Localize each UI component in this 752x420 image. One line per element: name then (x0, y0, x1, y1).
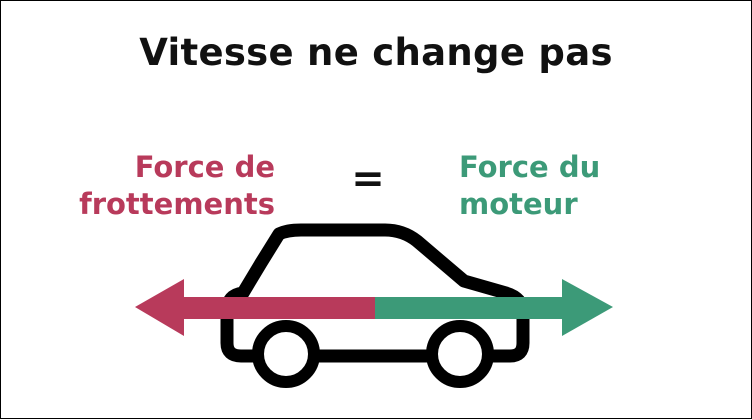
front-wheel-icon (426, 320, 494, 388)
friction-arrow-head (135, 279, 184, 336)
friction-arrow-shaft (177, 297, 375, 319)
friction-force-label: Force de frottements (69, 149, 275, 223)
rear-wheel-icon (252, 320, 320, 388)
engine-arrow-shaft (375, 297, 571, 319)
friction-force-line-2: frottements (79, 187, 275, 221)
engine-force-line-2: moteur (459, 187, 578, 221)
engine-arrow-head (562, 279, 613, 336)
engine-force-line-1: Force du (459, 150, 601, 184)
engine-force-label: Force du moteur (459, 149, 659, 223)
diagram-title: Vitesse ne change pas (139, 31, 613, 74)
equals-sign: = (351, 156, 385, 202)
friction-force-line-1: Force de (134, 150, 275, 184)
